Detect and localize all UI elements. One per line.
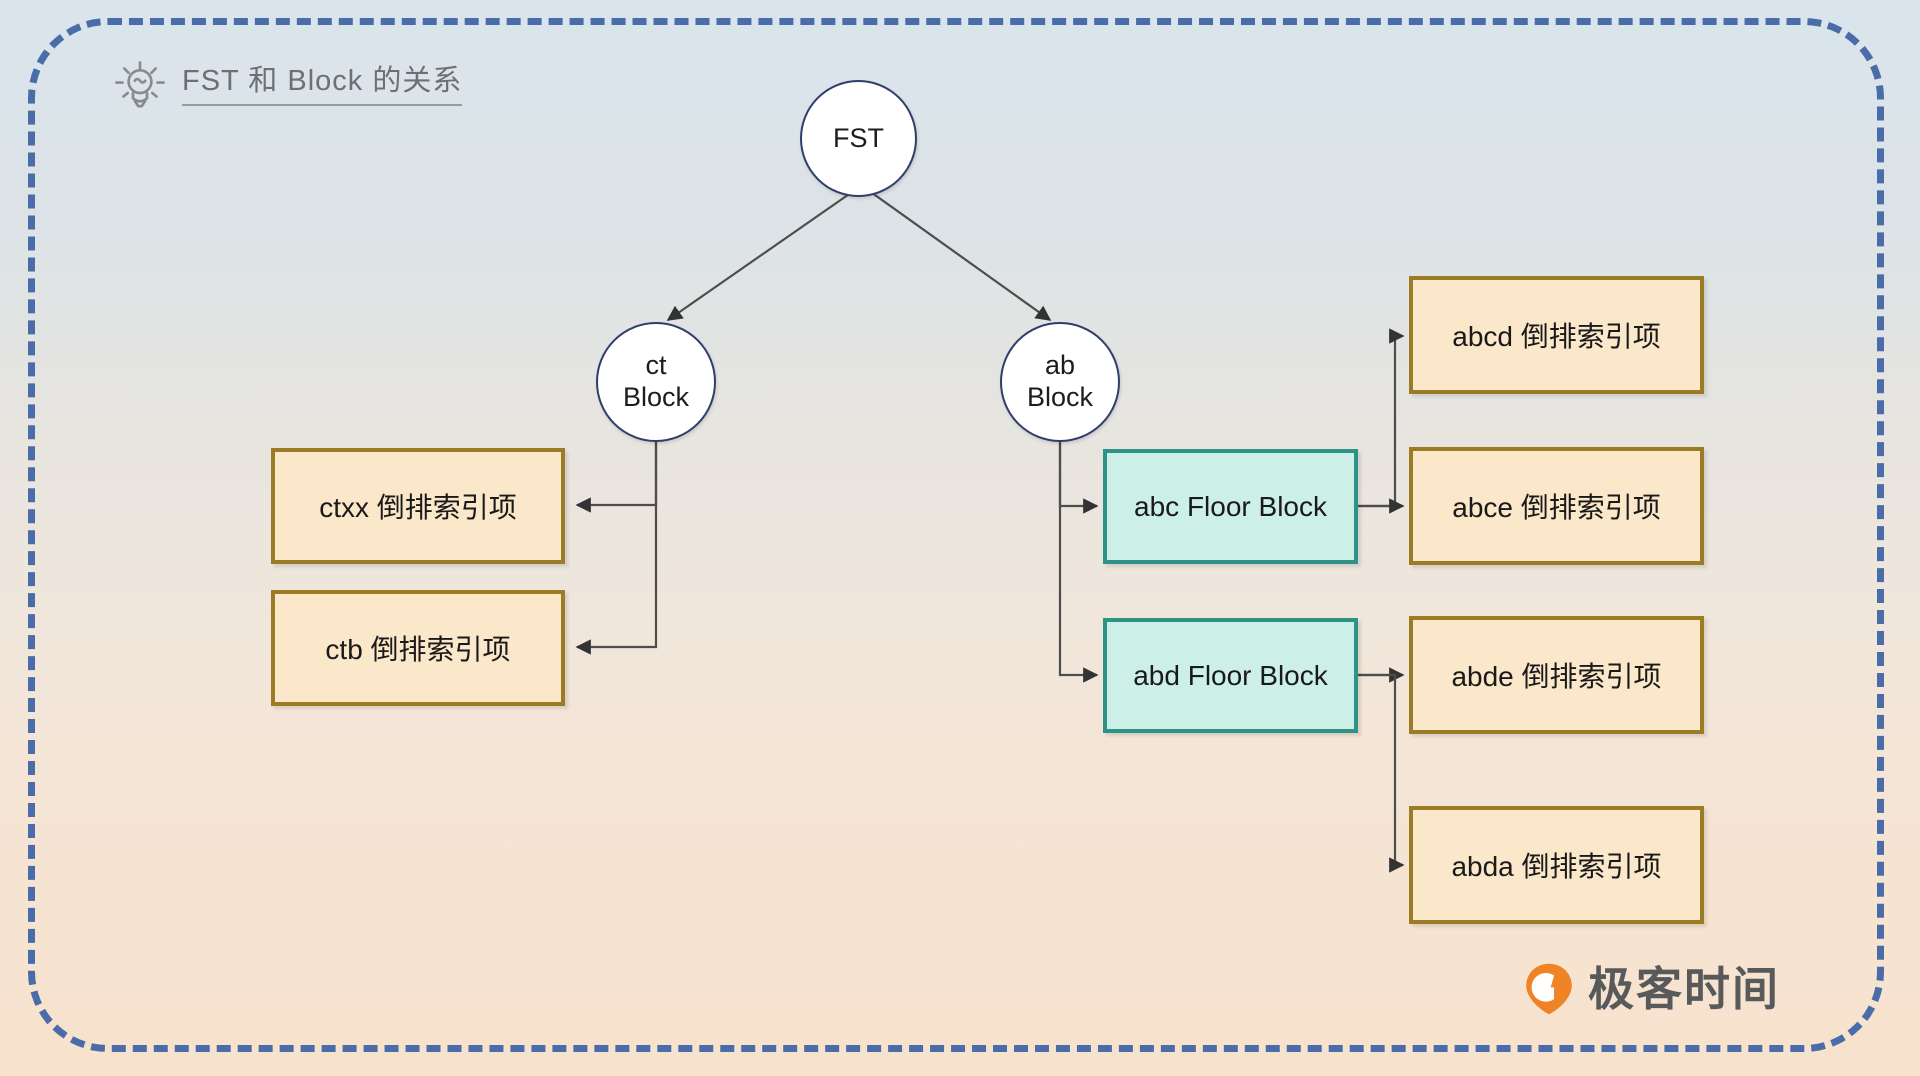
node-abcd-posting-label: abcd 倒排索引项 (1452, 321, 1661, 352)
node-ctb-posting[interactable]: ctb 倒排索引项 (271, 590, 565, 706)
edge-fst-ab (867, 189, 1052, 321)
node-ab-block-label-line1: ab (1044, 350, 1076, 381)
node-ct-block-label-line1: ct (645, 350, 667, 381)
node-abda-posting-label: abda 倒排索引项 (1451, 851, 1662, 882)
edge-abcfloor-abcd (1358, 328, 1405, 508)
geektime-logo-icon (1522, 962, 1576, 1016)
edge-ct-ctb (575, 440, 658, 655)
node-ab-block[interactable]: ab Block (1000, 322, 1120, 442)
node-abce-posting[interactable]: abce 倒排索引项 (1409, 447, 1704, 565)
node-ctxx-posting[interactable]: ctxx 倒排索引项 (271, 448, 565, 564)
node-abc-floor-block-label: abc Floor Block (1134, 490, 1327, 522)
node-fst[interactable]: FST (800, 80, 917, 197)
node-ct-block-label-line2: Block (622, 382, 690, 412)
node-abd-floor-block[interactable]: abd Floor Block (1103, 618, 1358, 733)
edge-ab-abcfloor (1058, 442, 1099, 514)
node-fst-label: FST (833, 122, 884, 153)
node-ab-block-label-line2: Block (1026, 382, 1094, 412)
edge-fst-ct (666, 189, 856, 321)
lightbulb-icon (112, 58, 168, 114)
node-ct-block[interactable]: ct Block (596, 322, 716, 442)
page-title: FST 和 Block 的关系 (182, 65, 463, 106)
node-abda-posting[interactable]: abda 倒排索引项 (1409, 806, 1704, 924)
edge-abdfloor-abda (1358, 673, 1405, 873)
node-ctxx-posting-label: ctxx 倒排索引项 (319, 492, 517, 523)
edge-ct-ctxx (575, 440, 658, 513)
node-abde-posting-label: abde 倒排索引项 (1451, 661, 1662, 692)
node-abc-floor-block[interactable]: abc Floor Block (1103, 449, 1358, 564)
node-ctb-posting-label: ctb 倒排索引项 (325, 634, 511, 665)
header: FST 和 Block 的关系 (112, 58, 463, 114)
brand-name: 极客时间 (1588, 963, 1780, 1015)
brand-logo: 极客时间 (1522, 962, 1780, 1016)
node-abd-floor-block-label: abd Floor Block (1133, 659, 1328, 691)
node-abce-posting-label: abce 倒排索引项 (1452, 492, 1661, 523)
node-abcd-posting[interactable]: abcd 倒排索引项 (1409, 276, 1704, 394)
edge-ab-abdfloor (1058, 442, 1099, 683)
node-abde-posting[interactable]: abde 倒排索引项 (1409, 616, 1704, 734)
